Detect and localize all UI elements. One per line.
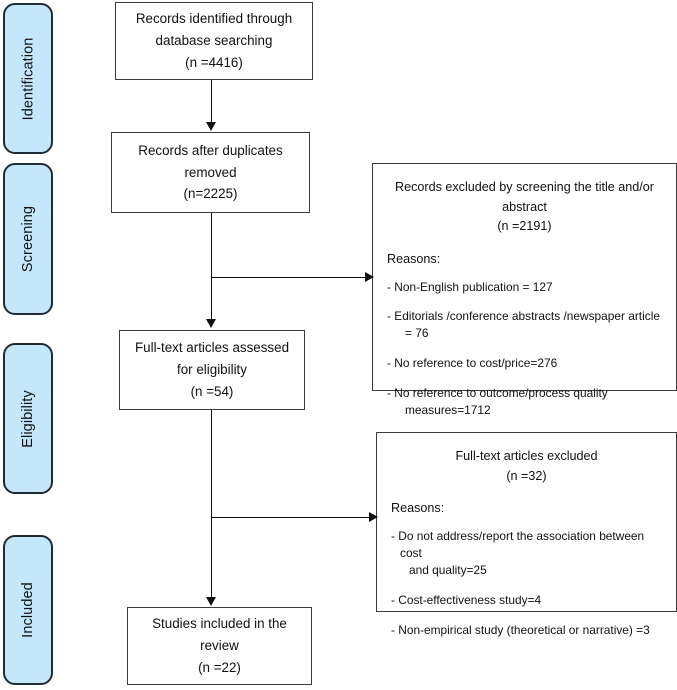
excl-fulltext-heading: Full-text articles excluded (n =32)	[391, 447, 662, 486]
box-records-after-duplicates-line2: removed	[184, 164, 237, 180]
stage-tab-identification: Identification	[3, 3, 53, 154]
box-studies-included-line2: review	[200, 638, 239, 654]
stage-tab-eligibility: Eligibility	[3, 343, 53, 494]
stage-tab-screening: Screening	[3, 163, 53, 315]
excl-fulltext-reason-3-text: - Non-empirical study (theoretical or na…	[391, 622, 650, 637]
excl-screening-reason-2-text: - Editorials /conference abstracts /news…	[387, 309, 660, 324]
excl-fulltext-head-line1: Full-text articles excluded	[455, 449, 598, 463]
box-fulltext-assessed-line1: Full-text articles assessed	[134, 340, 290, 356]
arrowhead-branch-to-fulltext-excluded	[369, 512, 378, 522]
box-records-identified-line2: database searching	[155, 33, 273, 49]
box-studies-included-count: (n =22)	[198, 659, 241, 675]
connector-branch-to-fulltext-excluded	[211, 517, 370, 518]
arrowhead-branch-to-excluded-screening	[365, 272, 374, 282]
box-records-after-duplicates: Records after duplicates removed (n=2225…	[111, 132, 310, 213]
box-records-after-duplicates-count: (n=2225)	[183, 186, 238, 202]
box-records-identified-count: (n =4416)	[185, 54, 243, 70]
excl-screening-reason-3-text: - No reference to cost/price=276	[387, 356, 558, 371]
excl-screening-heading: Records excluded by screening the title …	[387, 178, 662, 237]
box-fulltext-excluded: Full-text articles excluded (n =32) Reas…	[376, 432, 677, 637]
excl-screening-reason-2: - Editorials /conference abstracts /news…	[387, 308, 662, 342]
excl-screening-reasons-label: Reasons:	[387, 251, 441, 266]
excl-screening-head-line1: Records excluded by screening the title …	[394, 180, 655, 194]
excl-screening-reason-4-cont: measures=1712	[405, 403, 491, 418]
excl-screening-reason-4-text: - No reference to outcome/process qualit…	[387, 386, 608, 401]
stage-label-screening: Screening	[20, 205, 37, 273]
arrowhead-fulltext-to-included	[206, 597, 216, 606]
box-records-after-duplicates-line1: Records after duplicates	[138, 142, 283, 158]
stage-tab-included: Included	[3, 535, 53, 685]
stage-label-included: Included	[20, 582, 36, 638]
connector-branch-to-excluded-screening	[211, 277, 366, 278]
arrowhead-duplicates-to-fulltext	[206, 319, 216, 328]
excl-screening-reason-3: - No reference to cost/price=276	[387, 355, 662, 372]
excl-screening-count: (n =2191)	[497, 219, 552, 234]
box-fulltext-assessed: Full-text articles assessed for eligibil…	[119, 330, 305, 410]
stage-label-identification: Identification	[20, 37, 37, 120]
excl-fulltext-count: (n =32)	[506, 468, 547, 483]
box-studies-included-line1: Studies included in the	[152, 616, 287, 632]
box-fulltext-assessed-line2: for eligibility	[177, 362, 247, 378]
excl-screening-reason-1-text: - Non-English publication = 127	[387, 279, 553, 294]
connector-identified-to-duplicates	[211, 80, 212, 123]
excl-fulltext-reason-1: - Do not address/report the association …	[391, 528, 662, 579]
connector-duplicates-to-fulltext	[211, 213, 212, 320]
box-fulltext-assessed-count: (n =54)	[190, 383, 234, 399]
connector-fulltext-to-included	[211, 410, 212, 598]
excl-fulltext-reason-2-text: - Cost-effectiveness study=4	[391, 592, 542, 607]
excl-screening-reason-2-cont: = 76	[405, 326, 429, 341]
box-records-identified-line1: Records identified through	[135, 11, 293, 27]
box-records-identified: Records identified through database sear…	[115, 2, 313, 80]
excl-screening-reason-1: - Non-English publication = 127	[387, 279, 662, 296]
excl-screening-head-line2: abstract	[502, 199, 547, 214]
excl-fulltext-reason-1-cont: and quality=25	[409, 562, 487, 577]
excl-fulltext-reason-1-text: - Do not address/report the association …	[391, 529, 645, 560]
excl-fulltext-reason-2: - Cost-effectiveness study=4	[391, 592, 662, 609]
arrowhead-identified-to-duplicates	[206, 122, 216, 131]
stage-label-eligibility: Eligibility	[20, 389, 37, 448]
excl-fulltext-reason-3: - Non-empirical study (theoretical or na…	[391, 622, 662, 639]
excl-fulltext-reasons-label: Reasons:	[391, 501, 445, 516]
box-records-excluded-screening: Records excluded by screening the title …	[372, 163, 677, 417]
box-studies-included: Studies included in the review (n =22)	[127, 607, 312, 685]
excl-screening-reason-4: - No reference to outcome/process qualit…	[387, 385, 662, 419]
